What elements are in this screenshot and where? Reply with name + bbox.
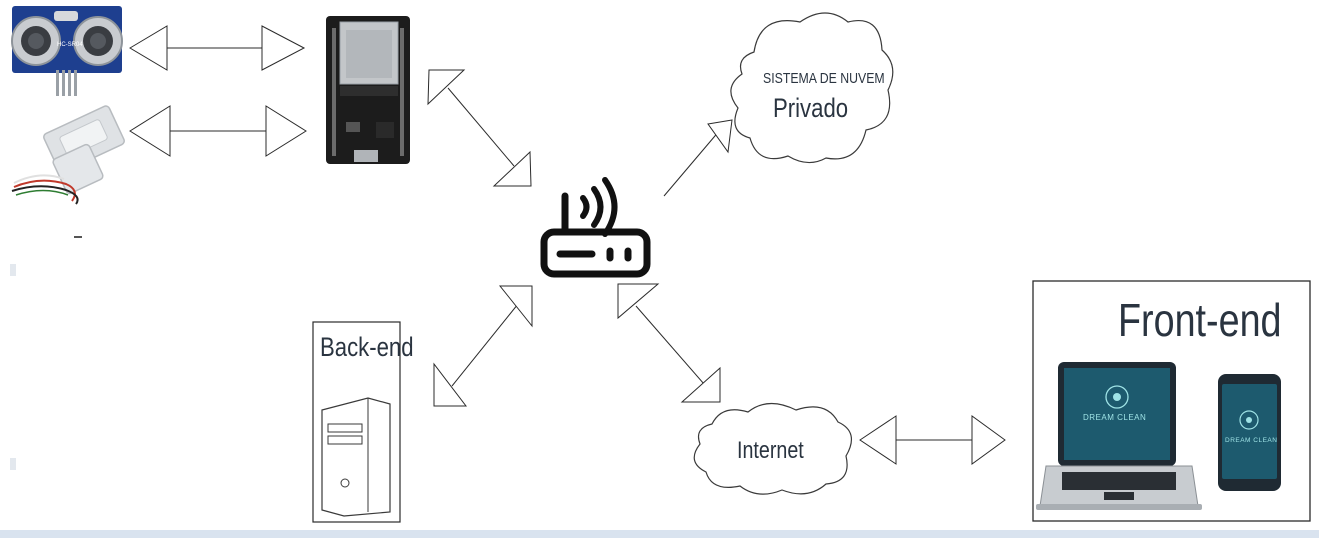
arrow-router-cloud <box>663 119 733 197</box>
esp32-board-image <box>326 16 410 164</box>
load-cell-image <box>11 105 125 205</box>
arrow-router-backend <box>433 285 533 407</box>
bottom-scrollbar-strip <box>0 530 1319 538</box>
backend-label: Back-end <box>320 332 414 362</box>
private-cloud-subtitle: Privado <box>773 93 849 123</box>
router-icon <box>540 177 651 278</box>
phone-brand-text: DREAM CLEAN <box>1225 437 1278 444</box>
arrow-router-internet <box>617 283 721 403</box>
internet-cloud-shape <box>693 402 853 495</box>
arrow-loadcell-esp32 <box>129 105 307 157</box>
arrow-sensor-esp32 <box>129 25 306 71</box>
backend-server-box <box>312 321 401 523</box>
laptop-brand-text: DREAM CLEAN <box>1083 413 1147 422</box>
laptop-image <box>1036 362 1202 510</box>
private-cloud-title: SISTEMA DE NUVEM <box>763 70 885 87</box>
phone-image <box>1218 374 1281 491</box>
arrow-esp32-router <box>427 69 532 187</box>
internet-label: Internet <box>737 437 804 464</box>
arrow-internet-frontend <box>859 415 1006 465</box>
sensor-module-text: HC-SR04 <box>57 42 83 48</box>
frontend-label: Front-end <box>1118 294 1282 346</box>
private-cloud-shape <box>730 12 894 164</box>
ultrasonic-sensor-image: HC-SR04 <box>11 6 123 96</box>
left-edge-marks <box>10 264 16 470</box>
dash-mark <box>74 236 82 238</box>
